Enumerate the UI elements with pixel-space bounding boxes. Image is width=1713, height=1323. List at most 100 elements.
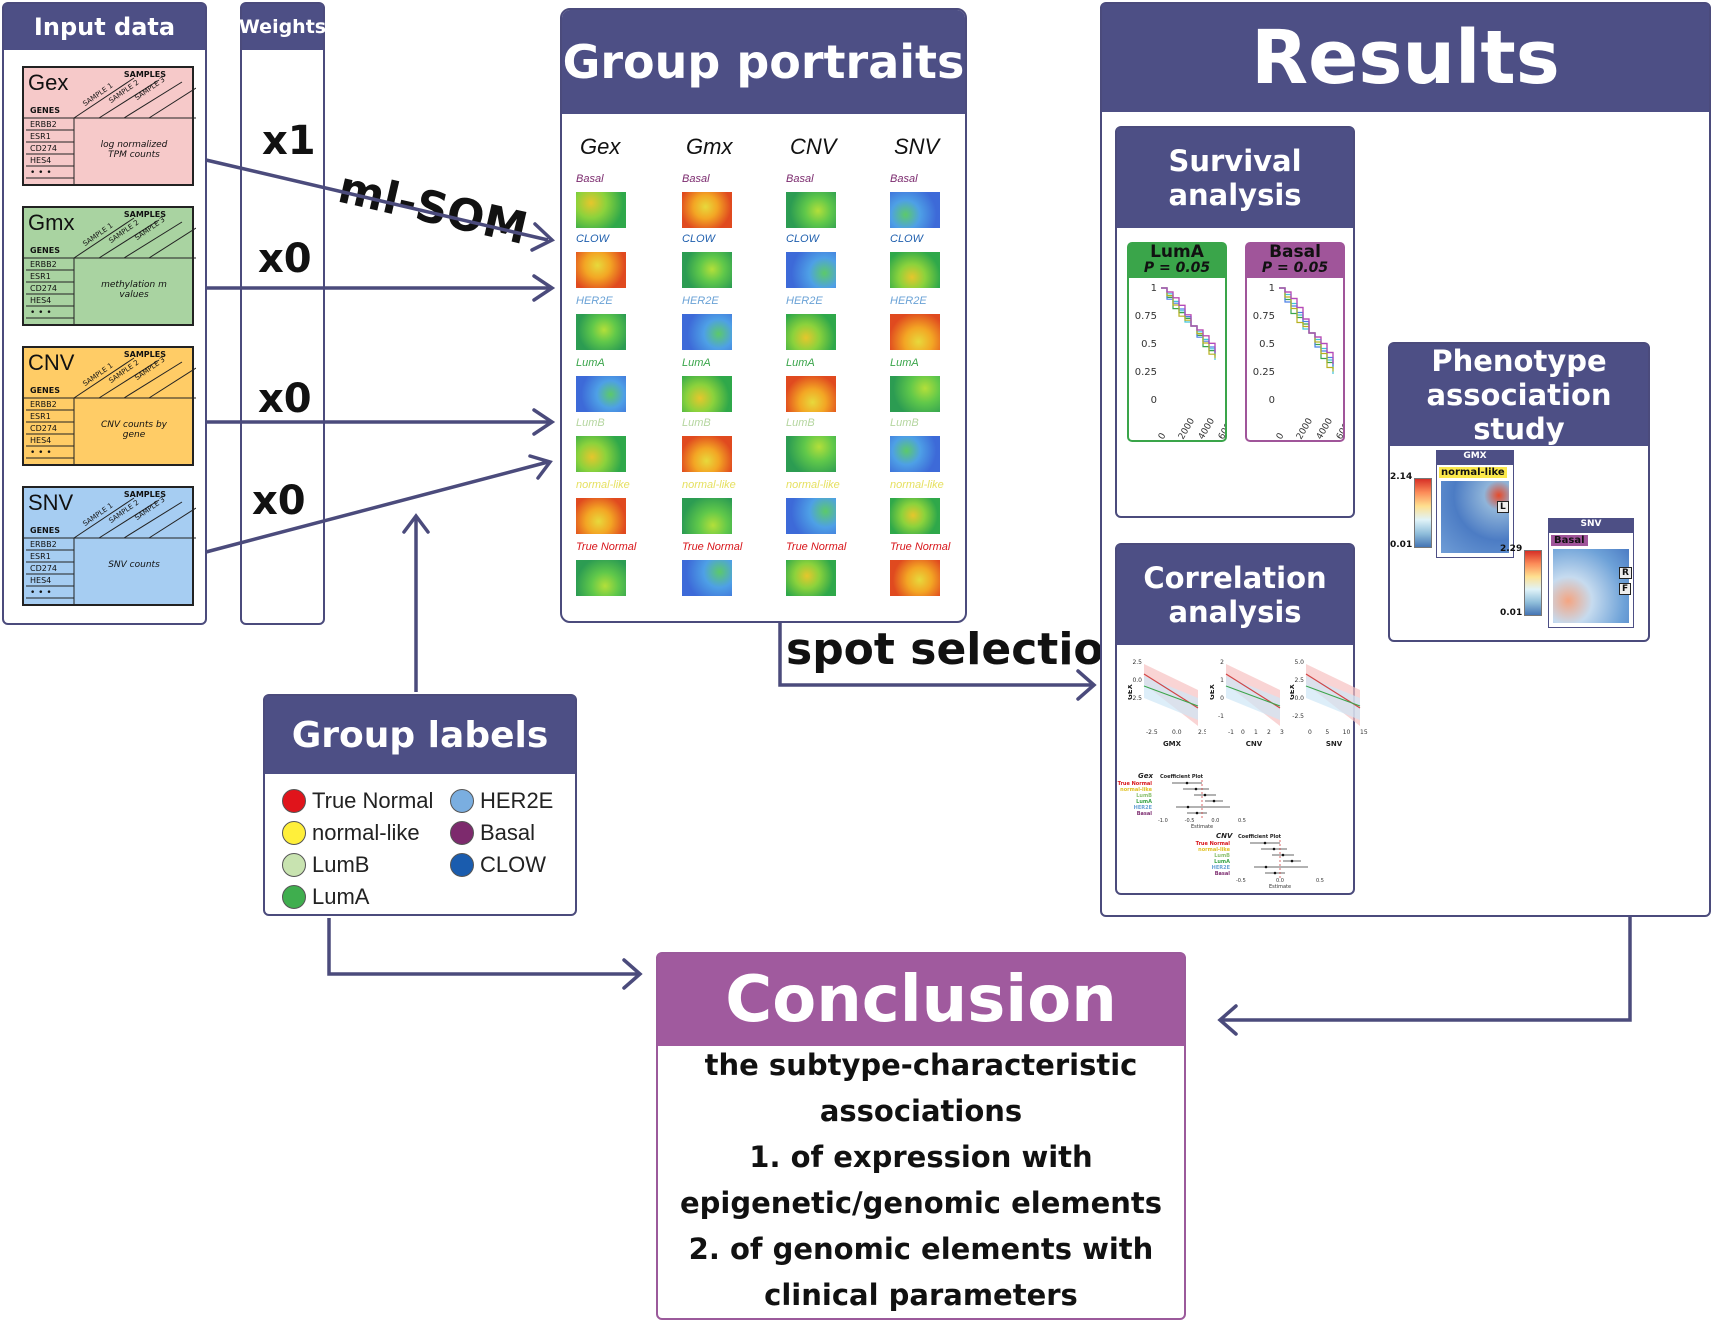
ellipsis: • • • xyxy=(30,168,52,178)
conclusion-line: 2. of genomic elements with xyxy=(688,1232,1154,1266)
colorbar-max: 2.14 xyxy=(1390,472,1413,482)
coef-label: Basal xyxy=(1215,871,1231,877)
portrait-row-label: HER2E xyxy=(890,295,927,307)
y-axis-label: GEX xyxy=(1290,683,1296,700)
table-grid xyxy=(24,77,196,186)
y-axis-label: GEX xyxy=(1128,683,1134,700)
portrait-row-label: normal-like xyxy=(682,479,736,491)
gene-label: ERBB2 xyxy=(30,260,57,269)
portrait-col-snv: SNV xyxy=(894,134,940,159)
colorbar-min: 0.01 xyxy=(1390,540,1413,550)
x-tick: -2.5 xyxy=(1146,729,1158,736)
table-name: SNV xyxy=(28,490,74,515)
x-tick: 0.0 xyxy=(1276,878,1284,884)
phenotype-header: Phenotype association study xyxy=(1390,344,1648,446)
correlation-title-2: analysis xyxy=(1168,595,1302,629)
weight-cnv: x0 xyxy=(258,376,312,422)
y-tick: 0.75 xyxy=(1253,311,1275,322)
gene-label: ERBB2 xyxy=(30,540,57,549)
table-grid xyxy=(24,217,196,326)
snv-colorbar xyxy=(1524,550,1542,616)
correlation-header: Correlation analysis xyxy=(1117,545,1353,645)
genes-label: GENES xyxy=(30,106,60,115)
som-portrait xyxy=(786,192,836,228)
correlation-panel: Correlation analysis xyxy=(1115,543,1355,895)
gmx-map-tag: normal-like xyxy=(1439,467,1507,478)
portrait-row-label: LumA xyxy=(890,357,919,369)
km-curve xyxy=(1279,287,1334,374)
legend-label: CLOW xyxy=(480,852,546,877)
y-tick: 1 xyxy=(1269,283,1275,294)
correlation-title-1: Correlation xyxy=(1143,561,1327,595)
genes-label: GENES xyxy=(30,526,60,535)
legend-item: CLOW xyxy=(450,852,546,878)
weight-gmx: x0 xyxy=(258,236,312,282)
legend-label: LumB xyxy=(312,852,370,877)
y-tick: -2.5 xyxy=(1130,695,1142,702)
legend-dot xyxy=(450,853,474,877)
samples-label: SAMPLES xyxy=(123,350,166,359)
som-portrait xyxy=(682,252,732,288)
gene-label: HES4 xyxy=(30,576,52,585)
som-portrait xyxy=(890,560,940,596)
legend-item: normal-like xyxy=(282,820,420,846)
snv-map-title: SNV xyxy=(1549,519,1633,533)
coef-label: LumB xyxy=(1136,793,1152,799)
coef-label: Basal xyxy=(1137,811,1153,817)
portrait-row-label: HER2E xyxy=(786,295,823,307)
coef-label: normal-like xyxy=(1120,787,1152,793)
x-axis-label: GMX xyxy=(1163,740,1182,748)
coef-point xyxy=(1212,799,1216,803)
table-name: Gmx xyxy=(28,210,75,235)
som-portrait xyxy=(682,192,732,228)
portrait-col-gex: Gex xyxy=(580,134,621,159)
y-tick: 2.5 xyxy=(1132,659,1142,666)
x-tick: 0.0 xyxy=(1172,729,1182,736)
conclusion-line: clinical parameters xyxy=(764,1278,1078,1312)
table-desc: log normalized TPM counts xyxy=(100,140,168,160)
conclusion-line: 1. of expression with xyxy=(749,1140,1093,1174)
legend-label: HER2E xyxy=(480,788,554,813)
x-tick: -0.5 xyxy=(1236,878,1246,884)
coef-label: True Normal xyxy=(1118,781,1153,787)
x-tick: 1 xyxy=(1254,729,1258,736)
legend-item: LumB xyxy=(282,852,369,878)
y-tick: 0.0 xyxy=(1132,677,1142,684)
spot-selection-label: spot selection xyxy=(786,624,1135,675)
gmx-colorbar xyxy=(1414,478,1432,548)
y-tick: 0.25 xyxy=(1135,367,1157,378)
legend-dot xyxy=(282,789,306,813)
conclusion-line: associations xyxy=(819,1094,1023,1128)
som-portrait xyxy=(682,498,732,534)
som-portrait xyxy=(890,252,940,288)
som-portrait xyxy=(576,560,626,596)
km-plot-pvalue: P = 0.05 xyxy=(1143,260,1211,276)
legend-dot xyxy=(450,821,474,845)
coef-label: HER2E xyxy=(1134,805,1153,811)
gene-label: ESR1 xyxy=(30,412,51,421)
table-grid xyxy=(24,357,196,466)
portrait-row-label: True Normal xyxy=(786,541,847,553)
group-portraits-title: Group portraits xyxy=(562,10,965,114)
coef-point xyxy=(1290,859,1294,863)
group-labels-panel: Group labels xyxy=(263,694,577,916)
gene-label: CD274 xyxy=(30,424,58,433)
som-portrait xyxy=(890,192,940,228)
survival-header: Survival analysis xyxy=(1117,128,1353,228)
som-portrait xyxy=(786,376,836,412)
som-portrait xyxy=(890,314,940,350)
gene-label: CD274 xyxy=(30,564,58,573)
x-tick: 2000 xyxy=(1295,416,1315,440)
x-tick: 4000 xyxy=(1197,416,1217,440)
y-tick: 0.5 xyxy=(1259,339,1275,350)
x-tick: 3 xyxy=(1280,729,1284,736)
table-desc: CNV counts by gene xyxy=(100,420,167,440)
som-portrait xyxy=(786,314,836,350)
